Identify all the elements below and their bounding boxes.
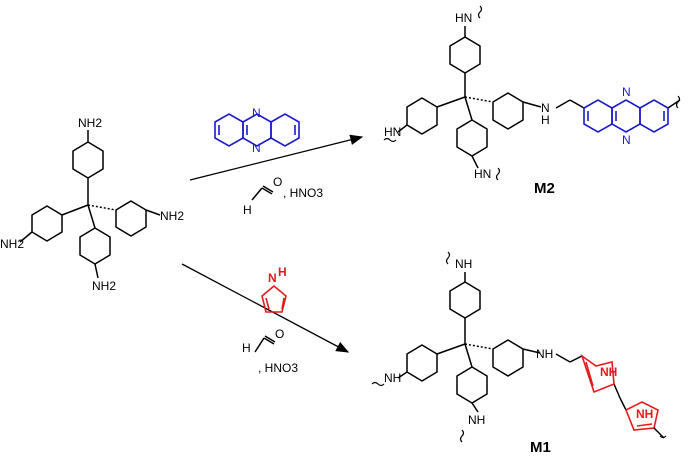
m2-link-h: H [541, 113, 550, 127]
m2-phenazine-n-top: N [622, 85, 631, 99]
product-m1-pyrrole-1 [580, 353, 615, 394]
m2-amine-bottom: HN [474, 167, 491, 181]
reactant-tetraamine [19, 130, 161, 279]
product-m2-phenazine [583, 99, 669, 133]
pyrrole-h: H [278, 265, 287, 279]
m2-wavy-top [477, 5, 483, 19]
m1-tail [653, 427, 665, 439]
reactant-ring-left [31, 205, 63, 242]
m2-label: M2 [534, 180, 555, 197]
m1-pyrrole-nh-1: NH [600, 365, 617, 379]
formaldehyde-top [251, 185, 274, 201]
pyrrole-reagent [261, 284, 287, 313]
reactant-label-top-nh2: NH2 [78, 116, 102, 130]
reactant-ring-top [72, 141, 104, 179]
m1-label: M1 [530, 439, 551, 456]
pyrrole-n: N [268, 271, 277, 285]
m1-amine-top: NH [455, 257, 472, 271]
formaldehyde-bottom-o: O [275, 327, 284, 341]
reactant-label-bottom-nh2: NH2 [92, 279, 116, 293]
m2-amine-left: HN [384, 125, 401, 139]
product-m1-pyrrole-2 [624, 401, 659, 431]
product-m1 [397, 272, 627, 413]
m2-phenazine-n-bottom: N [622, 133, 631, 147]
formaldehyde-top-o: O [273, 175, 282, 189]
m2-amine-top: HN [455, 11, 472, 25]
formaldehyde-bottom-h: H [242, 341, 251, 355]
m1-amine-left: NH [384, 371, 401, 385]
m2-link-n: N [541, 101, 550, 115]
reactant-label-left-nh2: NH2 [0, 237, 24, 251]
m2-wavy-left [383, 137, 397, 143]
m1-wavy-top [445, 251, 451, 265]
m1-pyrrole-nh-2: NH [636, 407, 653, 421]
phenazine-reagent [214, 113, 300, 147]
formaldehyde-top-h: H [243, 203, 252, 217]
phenazine-n-bottom: N [252, 141, 261, 155]
m1-amine-bottom: NH [468, 413, 485, 427]
m1-wavy-left [371, 381, 385, 387]
m2-wavy-right [675, 95, 681, 109]
m1-wavy-right [659, 435, 667, 439]
formaldehyde-bottom [254, 335, 276, 353]
acid-bottom: , HNO3 [258, 361, 298, 375]
m1-link-nh: NH [536, 347, 553, 361]
reactant-ring-right [115, 200, 147, 237]
m1-wavy-bottom [459, 429, 465, 443]
reactant-ring-bottom [79, 227, 111, 265]
phenazine-n-top: N [252, 106, 261, 120]
acid-top: , HNO3 [283, 186, 323, 200]
arrow-top [189, 134, 364, 181]
m2-wavy-bottom [495, 167, 501, 181]
reactant-label-right-nh2: NH2 [160, 209, 184, 223]
product-m2 [397, 26, 585, 169]
